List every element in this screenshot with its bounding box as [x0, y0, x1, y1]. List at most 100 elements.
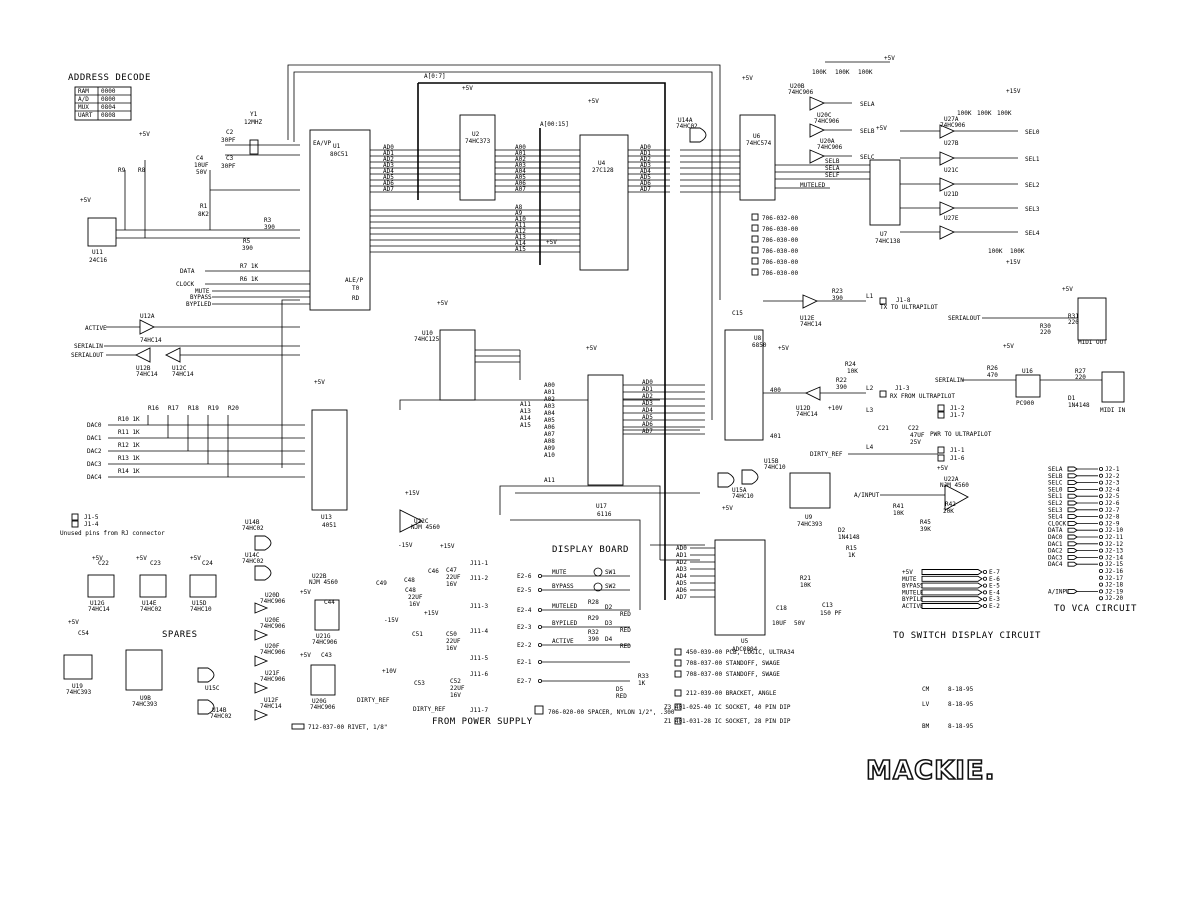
svg-text:U14E: U14E [142, 600, 157, 607]
svg-text:J1-6: J1-6 [950, 455, 965, 462]
svg-text:R5: R5 [243, 238, 251, 245]
dac-label: DAC3 [87, 461, 102, 468]
vca-signal-label: A/INPUT [1048, 588, 1074, 595]
chip-ref: U7 [880, 231, 888, 238]
svg-text:R17: R17 [168, 405, 179, 412]
display-pin-label: E2-5 [517, 587, 532, 594]
vca-pin-label: J2-4 [1105, 486, 1120, 493]
svg-text:R18: R18 [188, 405, 199, 412]
chip-ref: U16 [1022, 368, 1033, 375]
svg-text:16V: 16V [409, 601, 420, 608]
vca-pin-label: J2-8 [1105, 514, 1120, 521]
svg-text:AD2: AD2 [676, 559, 687, 566]
svg-text:+5V: +5V [68, 619, 79, 626]
svg-text:SELF: SELF [825, 172, 840, 179]
connector-pin [538, 608, 543, 613]
connector-arrow [1067, 527, 1078, 533]
chip-u7: U7 74HC138 +5V SEL0 SEL1 SEL2 SEL3 SEL4 … [869, 88, 1040, 266]
display-pin-label: E2-2 [517, 642, 532, 649]
svg-text:AD3: AD3 [640, 162, 651, 169]
spares-section: SPARES +5V U19 74HC393 C54 U9B 74HC393 U… [63, 619, 232, 720]
vca-signal-label: DAC0 [1048, 534, 1063, 541]
chip-u1: U1 80C51 EA/VP T0 RD ALE/P [309, 129, 371, 311]
switch-bus-tag [921, 589, 983, 596]
svg-text:16V: 16V [446, 581, 457, 588]
svg-text:AD6: AD6 [642, 421, 653, 428]
power-pin: J11-5 [470, 655, 488, 662]
display-pin-label: E2-3 [517, 624, 532, 631]
svg-text:AD0: AD0 [640, 144, 651, 151]
chip-ref: U13 [321, 514, 332, 521]
svg-text:+15V: +15V [424, 610, 439, 617]
connector-pin [983, 570, 988, 575]
addr-row-value: 0804 [101, 104, 116, 111]
svg-text:22UF: 22UF [446, 574, 461, 581]
connector-pin [538, 588, 543, 593]
svg-text:U22B: U22B [312, 573, 327, 580]
svg-text:R31: R31 [1068, 313, 1079, 320]
vca-signal-label: DAC1 [1048, 541, 1063, 548]
connector-pin [1099, 500, 1104, 505]
svg-text:C15: C15 [732, 310, 743, 317]
svg-text:C4: C4 [196, 155, 204, 162]
svg-text:J1-5: J1-5 [84, 514, 99, 521]
chip-part: 27C128 [592, 167, 614, 174]
svg-text:AD2: AD2 [383, 156, 394, 163]
part-line: 450-039-00 PCB, LOGIC, ULTRA34 [686, 649, 795, 656]
unused-pins: J1-5 J1-4 Unused pins from RJ connector [60, 513, 165, 537]
switch-pin-label: E-5 [989, 583, 1000, 590]
display-pin-label: E2-1 [517, 659, 532, 666]
svg-text:220: 220 [1075, 374, 1086, 381]
svg-text:C24: C24 [202, 560, 213, 567]
dirty-ref-label: DIRTY_REF [413, 706, 446, 713]
svg-text:A01: A01 [544, 389, 555, 396]
svg-text:R6 1K: R6 1K [240, 276, 258, 283]
sel-output-label: SEL0 [1025, 129, 1040, 136]
svg-text:A05: A05 [544, 417, 555, 424]
svg-text:NJM 4560: NJM 4560 [411, 524, 440, 531]
svg-text:AD0: AD0 [642, 379, 653, 386]
svg-text:L3: L3 [866, 407, 874, 414]
switch-pin-label: E-4 [989, 589, 1000, 596]
signoff-initials: LV [922, 701, 930, 708]
svg-text:R32: R32 [588, 629, 599, 636]
svg-text:U27B: U27B [944, 140, 959, 147]
svg-text:J1-4: J1-4 [84, 521, 99, 528]
signoff-date: 8-18-95 [948, 723, 974, 730]
svg-text:706-030-00: 706-030-00 [762, 226, 799, 233]
svg-text:74HC906: 74HC906 [817, 144, 843, 151]
svg-text:A01: A01 [515, 150, 526, 157]
svg-text:RED: RED [620, 643, 631, 650]
ultrapilot-section: U12E 74HC14 R23 390 L1 J1-8 TX TO ULTRAP… [763, 288, 992, 462]
display-signal-label: BYPILED [552, 620, 578, 627]
vca-signal-label: SELA [1048, 466, 1063, 473]
vca-pin-label: J2-5 [1105, 493, 1120, 500]
ainput-section: A/INPUT U22A NJM 4560 R41 10K R45 39K R4… [854, 465, 969, 533]
svg-text:+5V: +5V [300, 589, 311, 596]
svg-text:AD4: AD4 [383, 168, 394, 175]
svg-text:+5V: +5V [778, 345, 789, 352]
unused-pins-label: Unused pins from RJ connector [60, 530, 165, 537]
switch-bus-tag [921, 596, 983, 603]
chip-part: 74HC373 [465, 138, 491, 145]
power-pin: J11-7 [470, 707, 488, 714]
svg-text:RD: RD [352, 295, 360, 302]
svg-text:C2: C2 [226, 129, 234, 136]
vca-signal-label: DATA [1048, 527, 1063, 534]
svg-text:A07: A07 [515, 186, 526, 193]
chip-u5: U5 ADC0804 +5V AD0 AD1 AD2 AD3 AD4 AD5 A… [676, 505, 860, 653]
display-signal-label: MUTELED [552, 603, 578, 610]
svg-text:A11: A11 [520, 401, 531, 408]
svg-text:U27E: U27E [944, 215, 959, 222]
svg-text:74HC10: 74HC10 [732, 493, 754, 500]
svg-text:+5V: +5V [722, 505, 733, 512]
svg-text:16V: 16V [450, 692, 461, 699]
connector-arrow [1067, 493, 1078, 499]
svg-text:AD5: AD5 [676, 580, 687, 587]
svg-text:R16: R16 [148, 405, 159, 412]
connector-pin [983, 583, 988, 588]
vca-signal-label: SEL4 [1048, 514, 1063, 521]
svg-text:390: 390 [836, 384, 847, 391]
svg-text:AD7: AD7 [676, 594, 687, 601]
